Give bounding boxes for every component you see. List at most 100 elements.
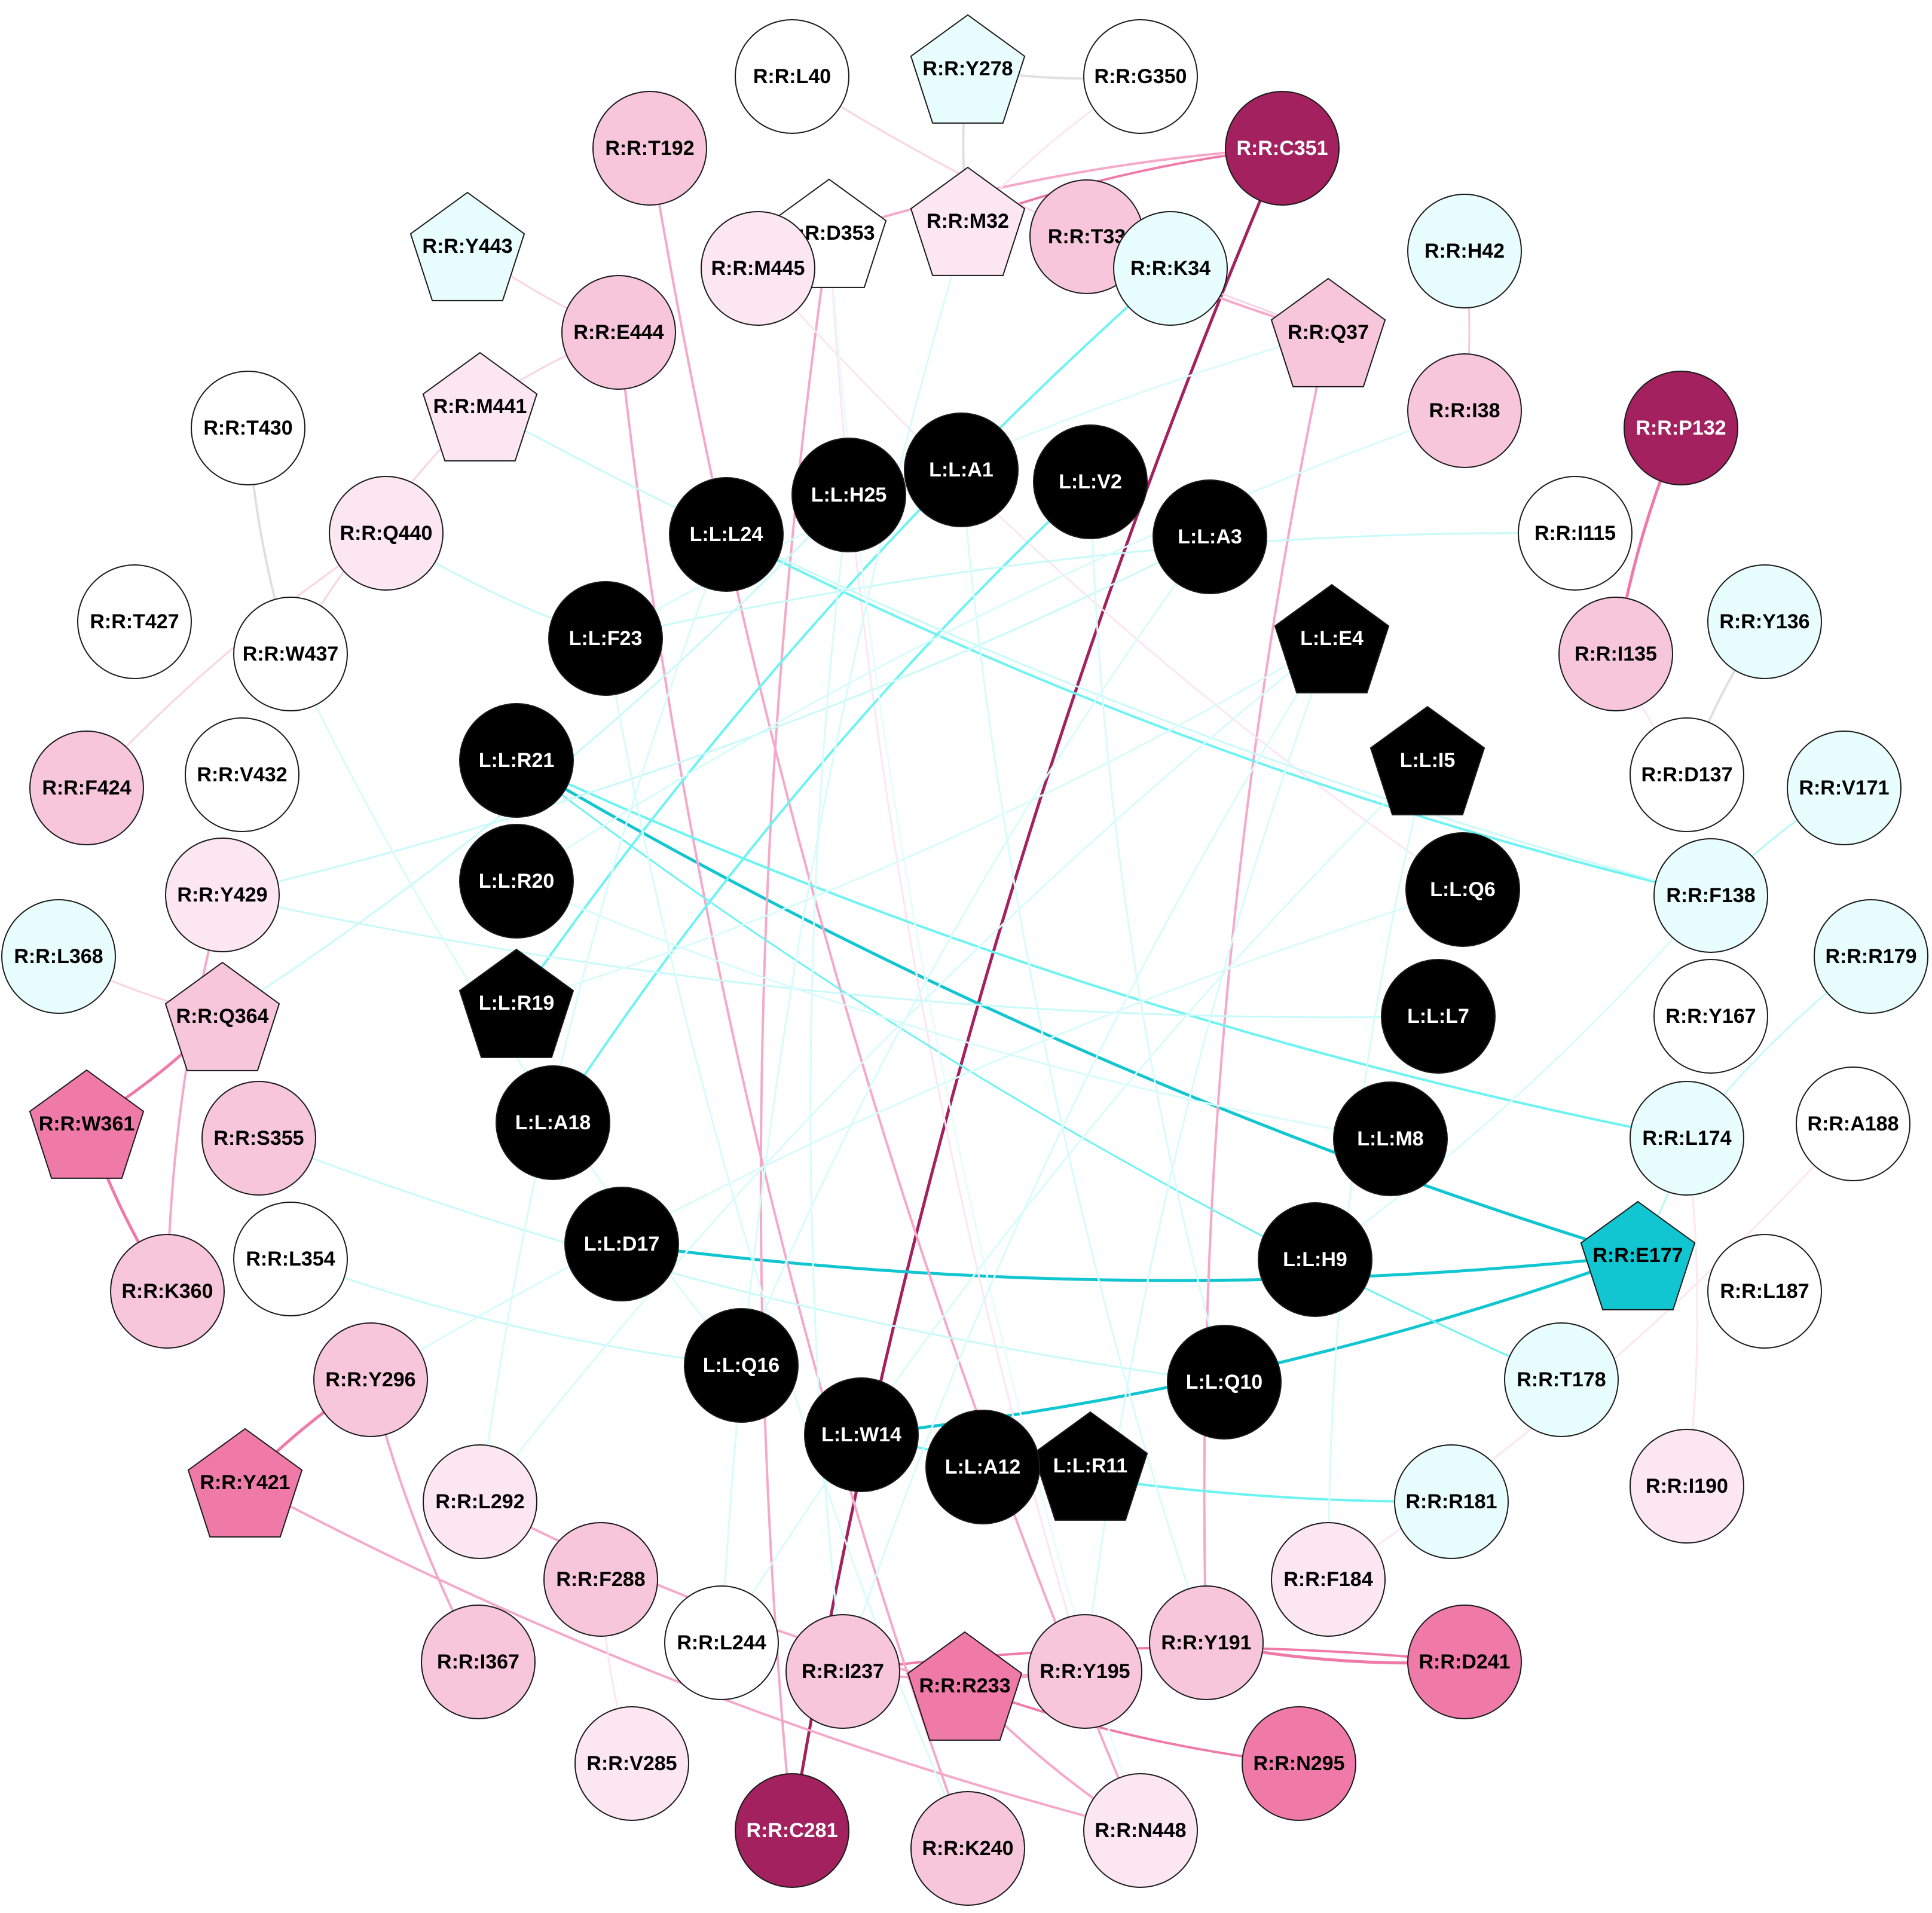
node-r-r-q440[interactable]: R:R:Q440 (329, 476, 444, 591)
node-l-l-a18[interactable]: L:L:A18 (496, 1065, 610, 1180)
node-r-r-k34[interactable]: R:R:K34 (1113, 211, 1228, 326)
node-r-r-i38[interactable]: R:R:I38 (1407, 353, 1522, 468)
node-l-l-l24[interactable]: L:L:L24 (669, 477, 784, 592)
circle-node-shape (1271, 1522, 1386, 1637)
node-r-r-f288[interactable]: R:R:F288 (543, 1522, 658, 1637)
node-r-r-l174[interactable]: R:R:L174 (1630, 1081, 1744, 1196)
node-r-r-w437[interactable]: R:R:W437 (233, 597, 348, 711)
node-r-r-i190[interactable]: R:R:I190 (1630, 1429, 1744, 1544)
node-l-l-v2[interactable]: L:L:V2 (1033, 424, 1148, 539)
node-r-r-g350[interactable]: R:R:G350 (1083, 19, 1198, 134)
node-l-l-w14[interactable]: L:L:W14 (804, 1377, 919, 1492)
node-r-r-i115[interactable]: R:R:I115 (1518, 476, 1633, 591)
node-r-r-l40[interactable]: R:R:L40 (735, 19, 849, 134)
circle-node-shape (1083, 19, 1198, 134)
node-r-r-i367[interactable]: R:R:I367 (421, 1605, 536, 1719)
circle-node-shape (904, 412, 1019, 527)
node-r-r-v432[interactable]: R:R:V432 (185, 717, 299, 832)
node-l-l-a1[interactable]: L:L:A1 (904, 412, 1019, 527)
node-r-r-t192[interactable]: R:R:T192 (592, 91, 707, 206)
node-l-l-h9[interactable]: L:L:H9 (1258, 1202, 1372, 1317)
node-r-r-i237[interactable]: R:R:I237 (785, 1614, 900, 1729)
node-r-r-r179[interactable]: R:R:R179 (1814, 899, 1928, 1014)
node-r-r-y191[interactable]: R:R:Y191 (1149, 1585, 1264, 1700)
circle-node-shape (561, 275, 676, 390)
node-l-l-r21[interactable]: L:L:R21 (459, 703, 574, 818)
node-l-l-d17[interactable]: L:L:D17 (564, 1187, 679, 1301)
node-r-r-n295[interactable]: R:R:N295 (1242, 1706, 1356, 1821)
node-r-r-l354[interactable]: R:R:L354 (233, 1202, 348, 1316)
node-r-r-y167[interactable]: R:R:Y167 (1653, 959, 1768, 1074)
node-r-r-q37[interactable]: R:R:Q37 (1270, 277, 1386, 387)
node-label: R:R:M32 (927, 210, 1009, 233)
node-r-r-c281[interactable]: R:R:C281 (735, 1773, 849, 1888)
node-r-r-m445[interactable]: R:R:M445 (701, 211, 815, 326)
node-r-r-r233[interactable]: R:R:R233 (907, 1631, 1023, 1741)
node-r-r-y296[interactable]: R:R:Y296 (313, 1322, 428, 1437)
node-l-l-r19[interactable]: L:L:R19 (458, 948, 574, 1058)
pentagon-node-shape (1274, 583, 1390, 693)
node-l-l-e4[interactable]: L:L:E4 (1274, 583, 1390, 693)
node-r-r-l244[interactable]: R:R:L244 (664, 1585, 779, 1700)
edge-l-l-r21-r-r-e177 (515, 759, 1640, 1257)
node-label: R:R:W361 (39, 1113, 135, 1135)
node-l-l-h25[interactable]: L:L:H25 (791, 438, 906, 552)
node-l-l-l7[interactable]: L:L:L7 (1381, 959, 1496, 1074)
node-r-r-c351[interactable]: R:R:C351 (1225, 91, 1340, 206)
node-label: R:R:D137 (1641, 763, 1732, 786)
node-r-r-q364[interactable]: R:R:Q364 (164, 961, 280, 1071)
node-l-l-q6[interactable]: L:L:Q6 (1405, 832, 1520, 947)
node-r-r-y443[interactable]: R:R:Y443 (409, 191, 525, 301)
node-label: R:R:F424 (42, 777, 131, 799)
node-r-r-l368[interactable]: R:R:L368 (1, 899, 116, 1014)
node-r-r-v285[interactable]: R:R:V285 (574, 1706, 689, 1821)
edge-r-r-i115-l-l-f23 (604, 532, 1576, 640)
node-r-r-p132[interactable]: R:R:P132 (1624, 371, 1738, 485)
node-r-r-s355[interactable]: R:R:S355 (201, 1081, 316, 1196)
node-r-r-n448[interactable]: R:R:N448 (1083, 1773, 1198, 1888)
node-r-r-l187[interactable]: R:R:L187 (1707, 1234, 1822, 1349)
node-r-r-e177[interactable]: R:R:E177 (1580, 1200, 1696, 1310)
node-r-r-y421[interactable]: R:R:Y421 (187, 1428, 303, 1538)
node-l-l-a12[interactable]: L:L:A12 (925, 1410, 1040, 1524)
circle-node-shape (1504, 1322, 1619, 1437)
node-r-r-h42[interactable]: R:R:H42 (1407, 194, 1522, 308)
node-r-r-r181[interactable]: R:R:R181 (1394, 1444, 1509, 1559)
node-r-r-w361[interactable]: R:R:W361 (29, 1069, 145, 1179)
node-l-l-f23[interactable]: L:L:F23 (548, 581, 663, 696)
node-label: L:L:R11 (1053, 1454, 1128, 1477)
node-r-r-f184[interactable]: R:R:F184 (1271, 1522, 1386, 1637)
node-r-r-i135[interactable]: R:R:I135 (1558, 597, 1673, 711)
node-r-r-m32[interactable]: R:R:M32 (910, 166, 1026, 276)
node-r-r-y429[interactable]: R:R:Y429 (165, 838, 280, 952)
edge-l-l-l24-r-r-l292 (479, 533, 727, 1503)
node-r-r-f424[interactable]: R:R:F424 (29, 731, 144, 845)
node-l-l-i5[interactable]: L:L:I5 (1369, 705, 1485, 815)
node-r-r-k240[interactable]: R:R:K240 (910, 1791, 1025, 1906)
node-l-l-r20[interactable]: L:L:R20 (459, 824, 574, 939)
node-l-l-m8[interactable]: L:L:M8 (1333, 1081, 1448, 1196)
node-r-r-y195[interactable]: R:R:Y195 (1028, 1614, 1142, 1729)
node-l-l-q16[interactable]: L:L:Q16 (684, 1308, 799, 1423)
node-r-r-t178[interactable]: R:R:T178 (1504, 1322, 1619, 1437)
node-r-r-v171[interactable]: R:R:V171 (1787, 731, 1902, 845)
node-label: R:R:M441 (433, 395, 527, 418)
node-r-r-e444[interactable]: R:R:E444 (561, 275, 676, 390)
node-r-r-a188[interactable]: R:R:A188 (1796, 1066, 1910, 1181)
node-l-l-q10[interactable]: L:L:Q10 (1167, 1325, 1282, 1440)
node-label: R:R:R179 (1825, 945, 1916, 968)
node-r-r-m441[interactable]: R:R:M441 (422, 352, 538, 462)
node-r-r-t427[interactable]: R:R:T427 (77, 564, 192, 679)
node-r-r-d241[interactable]: R:R:D241 (1407, 1605, 1522, 1719)
node-r-r-l292[interactable]: R:R:L292 (423, 1444, 537, 1559)
node-r-r-t430[interactable]: R:R:T430 (191, 371, 305, 485)
node-r-r-f138[interactable]: R:R:F138 (1653, 838, 1768, 953)
node-l-l-a3[interactable]: L:L:A3 (1153, 479, 1267, 594)
node-r-r-k360[interactable]: R:R:K360 (110, 1234, 225, 1349)
node-l-l-r11[interactable]: L:L:R11 (1032, 1411, 1148, 1521)
edge-l-l-l24-r-r-f138 (725, 533, 1712, 897)
node-r-r-y278[interactable]: R:R:Y278 (910, 14, 1026, 124)
circle-node-shape (1394, 1444, 1509, 1559)
node-r-r-d137[interactable]: R:R:D137 (1630, 717, 1744, 832)
node-r-r-y136[interactable]: R:R:Y136 (1707, 564, 1822, 679)
